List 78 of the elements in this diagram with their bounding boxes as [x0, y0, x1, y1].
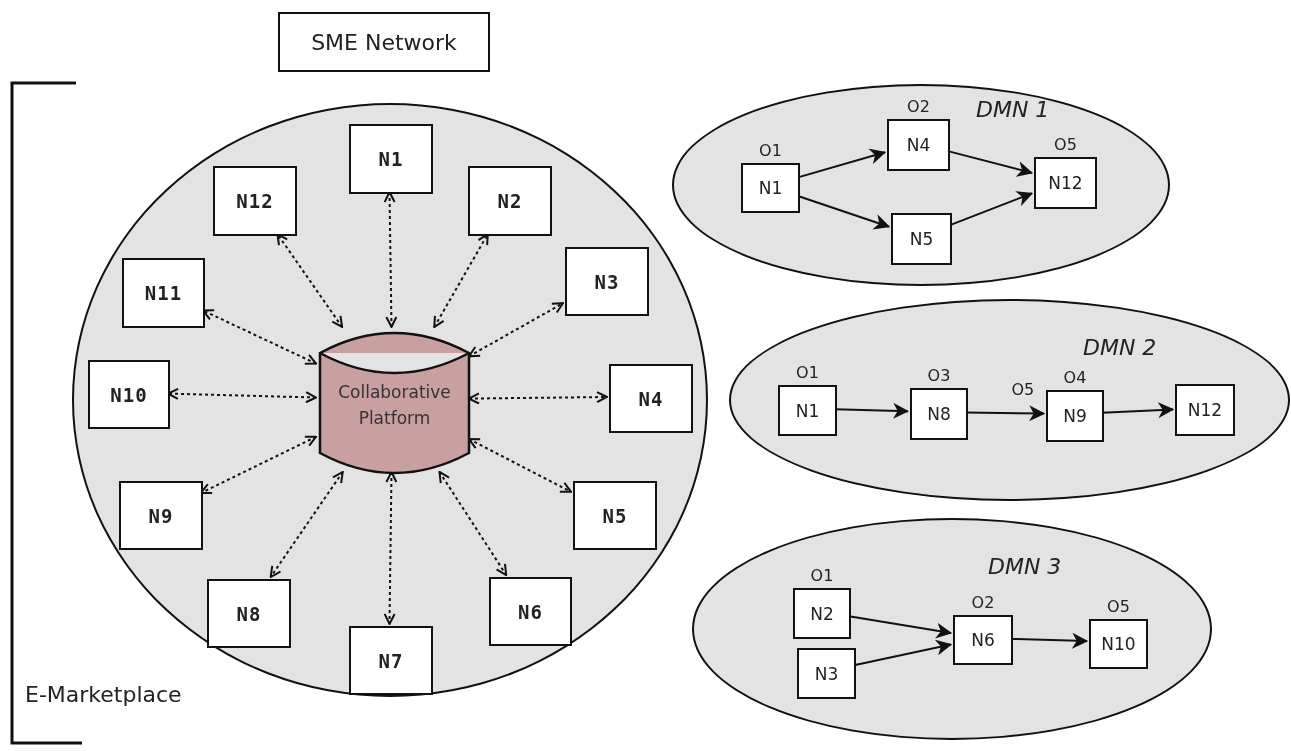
node-label: N6	[971, 630, 995, 650]
node-label: N8	[236, 602, 262, 625]
node-box	[119, 481, 203, 550]
node-label: N7	[378, 649, 404, 672]
dotted-arrow	[383, 471, 398, 625]
dotted-arrow	[269, 471, 344, 578]
dotted-arrow	[468, 438, 572, 493]
node-caption: O1	[759, 141, 782, 160]
dotted-arrow	[468, 391, 608, 405]
node-box	[122, 258, 205, 328]
node-label: N10	[110, 383, 148, 406]
node-label: N6	[518, 600, 543, 623]
arrow	[848, 615, 953, 639]
node-label: N11	[144, 282, 183, 304]
group-label: E-Marketplace	[25, 682, 182, 707]
node-label: N1	[758, 178, 783, 198]
node-label: N2	[810, 603, 834, 624]
node-box	[1175, 384, 1235, 436]
node-label: N4	[906, 135, 931, 155]
node-label: N8	[927, 404, 951, 424]
node-caption: O4	[1063, 368, 1087, 387]
arrow	[1010, 632, 1089, 649]
node-label: N5	[602, 504, 628, 527]
node-label: N9	[148, 504, 174, 527]
node-caption: O3	[927, 366, 951, 385]
dotted-arrow	[202, 309, 317, 365]
dotted-arrow	[276, 233, 344, 328]
node-label: N9	[1063, 406, 1087, 426]
node-label: N12	[1187, 400, 1223, 420]
arrow	[853, 639, 953, 667]
node-label: N3	[594, 270, 620, 293]
dotted-arrow	[468, 302, 564, 358]
node-box	[797, 648, 856, 699]
node-caption: O5	[1054, 135, 1077, 154]
node-label: N10	[1101, 634, 1136, 654]
arrow	[949, 191, 1034, 227]
group-title: DMN 3	[988, 554, 1062, 579]
node-box	[349, 124, 433, 194]
node-box	[88, 360, 170, 429]
node-box	[349, 626, 433, 695]
node-label: SME Network	[311, 29, 457, 55]
dotted-arrow	[167, 387, 317, 404]
node-box	[609, 364, 693, 433]
dotted-arrow	[433, 233, 489, 328]
node-label: N2	[497, 190, 523, 212]
node-caption: O2	[907, 97, 930, 116]
arrow	[965, 405, 1046, 422]
node-caption: O1	[796, 363, 819, 382]
arrow	[1101, 402, 1175, 419]
node-label: N1	[378, 148, 404, 170]
node-box	[278, 12, 490, 72]
node-label: N3	[814, 663, 839, 684]
node-label: N1	[795, 400, 820, 421]
node-label: N12	[236, 190, 274, 212]
node-label: N12	[1048, 173, 1083, 193]
database-cylinder	[318, 329, 471, 474]
node-box	[207, 579, 291, 648]
node-box	[573, 481, 657, 550]
group-title: DMN 1	[976, 97, 1050, 122]
group-title: DMN 2	[1083, 335, 1157, 360]
dotted-arrow	[438, 471, 508, 576]
node-caption: O2	[971, 593, 995, 612]
node-caption: O5	[1107, 597, 1130, 616]
node-box	[489, 577, 572, 646]
arrow	[797, 195, 891, 230]
node-box	[468, 166, 552, 236]
node-label: Collaborative Platform	[337, 381, 452, 430]
node-box	[565, 247, 649, 316]
node-caption: O1	[810, 566, 834, 585]
arrow	[797, 148, 887, 179]
dotted-arrow	[383, 191, 398, 328]
node-box	[891, 213, 952, 265]
node-label: N4	[638, 387, 664, 410]
node-box	[213, 166, 297, 236]
arrow	[834, 402, 910, 419]
dotted-arrow	[200, 435, 317, 495]
node-label: N5	[909, 229, 934, 249]
arrow	[947, 150, 1034, 177]
